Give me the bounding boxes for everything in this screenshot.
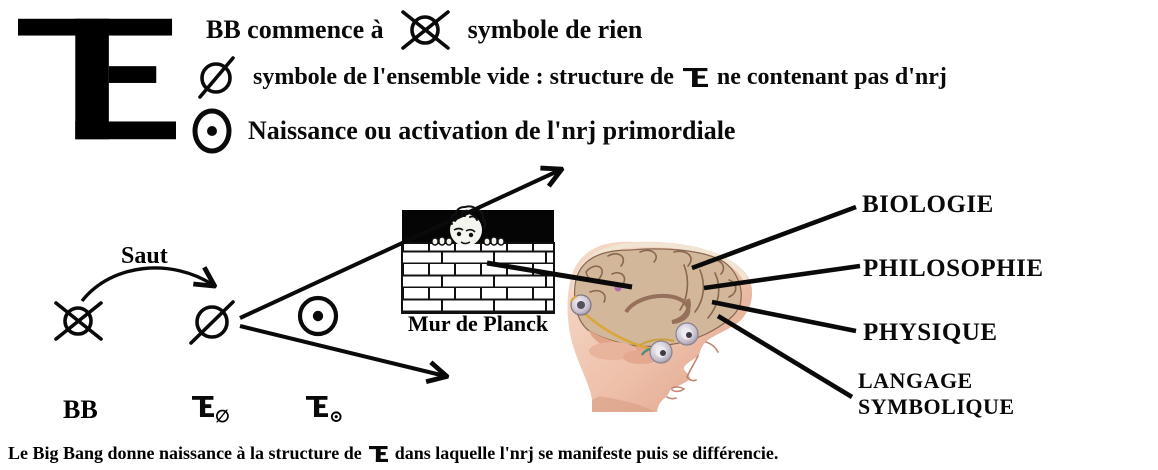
circled-dot-subscript: ⊙ xyxy=(329,407,344,426)
branch-physique: PHYSIQUE xyxy=(863,319,998,346)
legend-line-2: symbole de l'ensemble vide : structure d… xyxy=(194,54,947,100)
legend-1-text-after: symbole de rien xyxy=(467,15,643,44)
branch-biologie: BIOLOGIE xyxy=(862,191,994,218)
E-structure-symbol xyxy=(682,67,708,87)
E-structure-symbol xyxy=(306,396,328,417)
wall-to-brain-line xyxy=(486,260,633,290)
planck-wall-illustration xyxy=(401,205,555,314)
empty-set-icon xyxy=(198,56,235,99)
e-empty-label: ∅ xyxy=(192,396,230,427)
legend-line-3: Naissance ou activation de l'nrj primord… xyxy=(191,106,735,156)
bottom-caption: Le Big Bang donne naissance à la structu… xyxy=(8,443,778,464)
arrow-to-beyond-wall xyxy=(239,170,560,320)
crossed-circle-icon xyxy=(400,10,450,50)
legend-line-1: BB commence à symbole de rien xyxy=(206,10,642,50)
caption-text-before: Le Big Bang donne naissance à la structu… xyxy=(8,443,362,463)
e-dot-label: ⊙ xyxy=(306,396,343,427)
saut-label: Saut xyxy=(121,243,168,269)
legend-3-text: Naissance ou activation de l'nrj primord… xyxy=(248,116,736,145)
caption-text-after: dans laquelle l'nrj se manifeste puis se… xyxy=(394,443,779,463)
branch-philosophie: PHILOSOPHIE xyxy=(863,255,1044,282)
line-to-langage xyxy=(716,314,854,399)
legend-2-text-before: symbole de l'ensemble vide : structure d… xyxy=(253,63,674,90)
E-structure-symbol xyxy=(18,18,176,140)
empty-set-symbol xyxy=(189,300,235,345)
legend-2-text-after: ne contenant pas d'nrj xyxy=(716,63,947,90)
empty-set-subscript: ∅ xyxy=(215,407,230,426)
circled-dot-icon xyxy=(192,108,232,154)
legend-1-text-before: BB commence à xyxy=(206,15,384,44)
E-structure-symbol xyxy=(368,445,388,462)
kilroy-figure xyxy=(431,205,505,246)
branch-langage-symbolique: LANGAGE SYMBOLIQUE xyxy=(858,368,1015,419)
line-to-physique xyxy=(711,299,857,334)
line-to-biologie xyxy=(691,204,857,271)
crossed-circle-symbol-bb xyxy=(54,301,103,341)
saut-arrow xyxy=(80,268,213,303)
circled-dot-symbol xyxy=(297,295,339,337)
line-to-philosophie xyxy=(703,263,861,291)
wall-caption: Mur de Planck xyxy=(407,311,549,336)
bb-label: BB xyxy=(63,395,98,424)
E-structure-symbol xyxy=(192,396,214,417)
head-brain-illustration xyxy=(567,241,753,412)
